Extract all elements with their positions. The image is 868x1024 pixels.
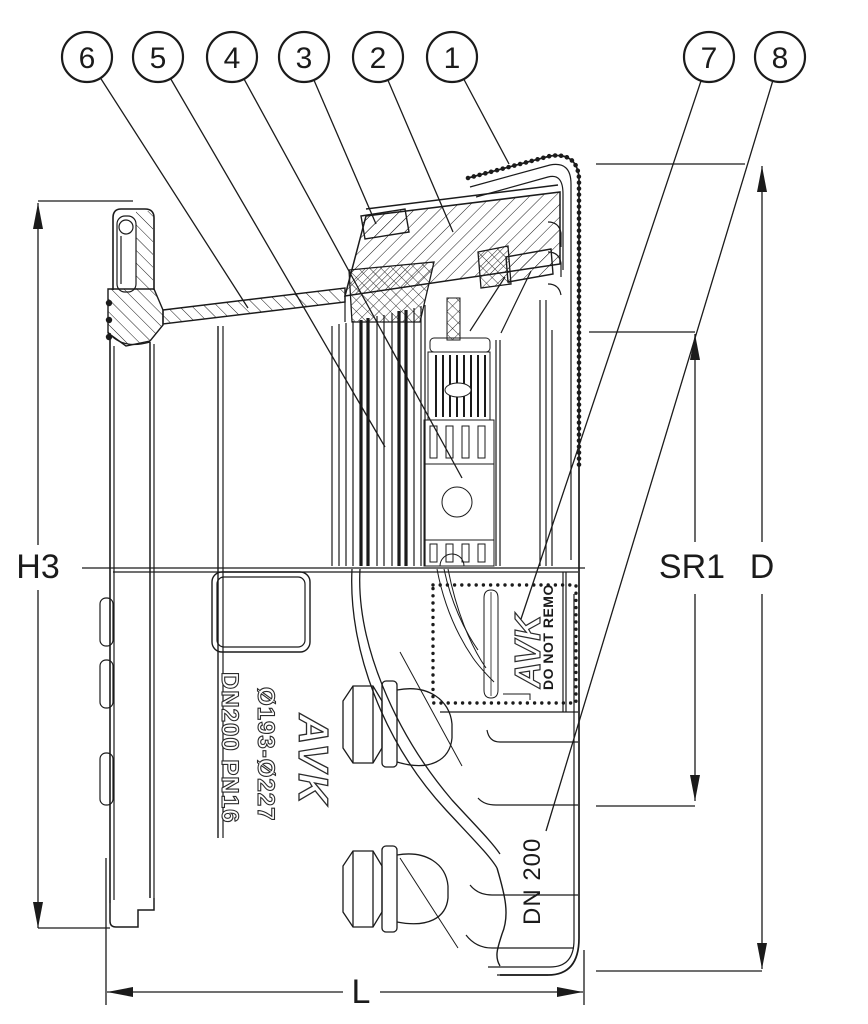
balloon-4 [205, 30, 259, 84]
balloon-label-5: 5 [150, 42, 167, 75]
rubber-gland-left [348, 261, 435, 323]
balloon-2 [351, 30, 405, 84]
dimension-d [596, 163, 767, 972]
end-cap-outside [440, 572, 578, 976]
cast-marking-spec: Ø193-Ø227 [252, 687, 279, 821]
cap-beaded-edge [465, 153, 582, 473]
leader-6 [86, 56, 249, 309]
balloon-label-1: 1 [444, 42, 461, 75]
balloon-7 [682, 30, 736, 84]
body-boss [211, 571, 311, 653]
dimension-sr1 [589, 331, 700, 807]
rubber-gland-right [477, 245, 512, 289]
dimension-label-sr1: SR1 [659, 548, 725, 586]
balloon-label-2: 2 [370, 42, 387, 75]
leader-8 [545, 56, 781, 832]
tag-avk-logo: AVK [507, 612, 548, 689]
dimension-h3 [33, 200, 133, 929]
gland-skirt [351, 568, 507, 967]
leader-5 [157, 56, 386, 448]
gasket-ribs [331, 296, 426, 566]
cast-marking-dn: DN200 PN16 [216, 672, 243, 823]
lock-segment-left [360, 208, 410, 240]
tag-markings: AVK DO NOT REMO DN 200 [506, 584, 556, 925]
coupling-section [82, 153, 585, 976]
dimension-label-l: L [352, 973, 371, 1011]
tag-warning-text: DO NOT REMO [540, 584, 556, 690]
balloon-label-4: 4 [224, 42, 241, 75]
balloon-label-3: 3 [296, 42, 313, 75]
leader-4 [231, 56, 463, 479]
callout-leader-lines [86, 56, 781, 832]
balloon-3 [277, 30, 331, 84]
cast-avk-logo: AVK [290, 713, 337, 806]
balloon-8 [753, 30, 807, 84]
end-cap-section [465, 153, 582, 976]
end-cap-dn-marking: DN 200 [519, 838, 546, 925]
gland-bolts [342, 651, 463, 949]
warning-tag [431, 583, 578, 705]
dimension-l [105, 858, 585, 1005]
flange-section [105, 208, 224, 568]
body-wall-section [162, 287, 346, 325]
tag-dotted-border [431, 583, 578, 705]
cast-markings: DN200 PN16 Ø193-Ø227 AVK [215, 671, 337, 824]
balloon-6 [60, 30, 114, 84]
grip-cartridge [423, 297, 495, 567]
bolt-nut-lower [342, 850, 383, 928]
leader-3 [303, 56, 377, 225]
balloon-label-6: 6 [79, 42, 96, 75]
balloon-label-7: 7 [701, 42, 718, 75]
balloon-5 [131, 30, 185, 84]
balloon-label-8: 8 [772, 42, 789, 75]
bolt-nut-upper [342, 685, 383, 764]
grip-wedge-section [343, 184, 561, 334]
balloon-callouts: 6 5 4 3 2 1 7 8 [60, 30, 807, 84]
dimension-label-d: D [750, 548, 775, 586]
leader-2 [377, 56, 454, 233]
body-outside-view [99, 568, 578, 928]
dimension-label-h3: H3 [16, 548, 59, 586]
leader-7 [519, 56, 710, 623]
balloon-1 [425, 30, 479, 84]
